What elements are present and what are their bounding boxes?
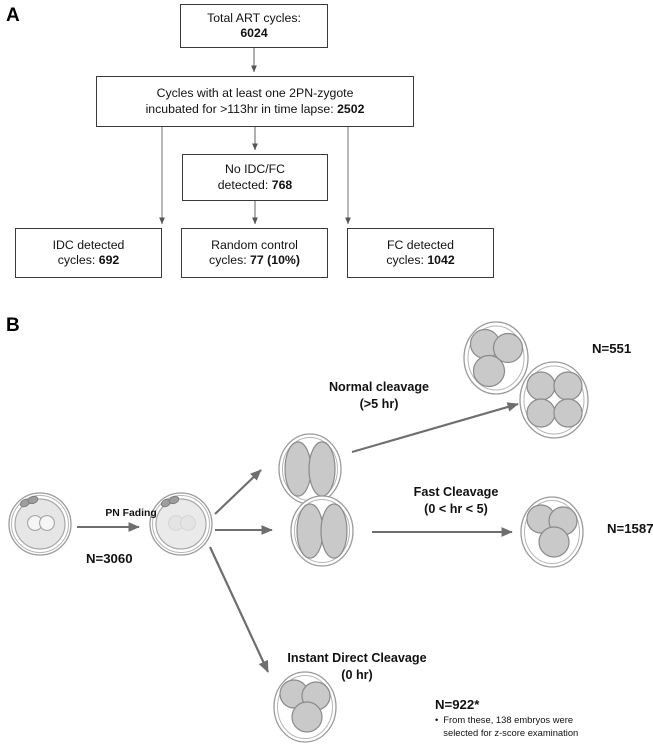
box-fc-detected-cycles: FC detected cycles: 1042 [347, 228, 494, 278]
box-no-idc-fc-line1: No IDC/FC [224, 162, 286, 176]
embryo-3cell-idc-icon [273, 671, 337, 743]
panel-b-letter: B [6, 315, 20, 336]
box-idc-detected-cycles: IDC detected cycles: 692 [15, 228, 162, 278]
box-fc-detected-line2-prefix: cycles: [386, 253, 428, 267]
embryo-3cell-fast-icon [520, 496, 584, 568]
box-cycles-2pn-zygote-value: 2502 [337, 101, 365, 116]
label-fast-cleavage-subtitle: (0 < hr < 5) [424, 502, 488, 516]
box-cycles-2pn-zygote-line1: Cycles with at least one 2PN-zygote [156, 86, 354, 100]
box-idc-detected-value: 692 [98, 253, 120, 267]
label-pn-fading: PN Fading [105, 508, 157, 519]
zygote-2pn-icon [8, 492, 72, 556]
box-cycles-2pn-zygote: Cycles with at least one 2PN-zygote incu… [96, 76, 414, 127]
label-normal-cleavage: Normal cleavage (>5 hr) [296, 379, 462, 413]
box-random-control-cycles: Random control cycles: 77 (10%) [181, 228, 328, 278]
label-instant-direct-cleavage: Instant Direct Cleavage (0 hr) [262, 650, 452, 684]
label-fast-cleavage: Fast Cleavage (0 < hr < 5) [378, 484, 534, 518]
label-normal-cleavage-subtitle: (>5 hr) [359, 397, 399, 411]
label-instant-direct-cleavage-title: Instant Direct Cleavage [287, 651, 427, 665]
footnote-line1: From these, 138 embryos were [443, 714, 574, 725]
box-random-control-line1: Random control [211, 237, 298, 252]
box-total-art-cycles-value: 6024 [240, 26, 268, 40]
box-total-art-cycles-line1: Total ART cycles: [207, 10, 301, 25]
count-instant-direct-cleavage: N=922* [435, 697, 480, 712]
embryo-3cell-normal-icon [463, 321, 529, 395]
footnote-bullet-icon: • [435, 714, 439, 725]
label-normal-cleavage-title: Normal cleavage [328, 380, 430, 394]
count-fast-cleavage: N=1587 [607, 521, 653, 536]
embryo-4cell-normal-icon [519, 361, 589, 439]
box-no-idc-fc-value: 768 [271, 177, 293, 192]
embryo-2cell-normal-icon [278, 433, 342, 505]
box-random-control-line2-prefix: cycles: [209, 253, 251, 267]
panel-a-letter: A [6, 5, 20, 26]
count-normal-cleavage: N=551 [592, 341, 632, 356]
count-start-zygotes: N=3060 [86, 551, 133, 566]
footnote-line2: selected for z-score examination [443, 726, 579, 738]
label-fast-cleavage-title: Fast Cleavage [413, 485, 499, 499]
box-cycles-2pn-zygote-line2-prefix: incubated for >113hr in time lapse: [145, 101, 338, 116]
embryo-2cell-fast-icon [290, 495, 354, 567]
box-fc-detected-value: 1042 [427, 253, 455, 267]
box-idc-detected-line2-prefix: cycles: [57, 253, 99, 267]
box-fc-detected-line1: FC detected [387, 237, 454, 252]
box-no-idc-fc-detected: No IDC/FC detected: 768 [182, 154, 328, 201]
box-random-control-value: 77 (10%) [250, 253, 300, 267]
panel-b-arrows [77, 402, 519, 673]
box-idc-detected-line1: IDC detected [52, 237, 125, 252]
label-instant-direct-cleavage-subtitle: (0 hr) [341, 668, 373, 682]
footnote: • From these, 138 embryos were selected … [435, 714, 650, 739]
box-total-art-cycles: Total ART cycles: 6024 [180, 4, 328, 48]
box-no-idc-fc-line2-prefix: detected: [217, 177, 272, 192]
zygote-pn-faded-icon [149, 492, 213, 556]
